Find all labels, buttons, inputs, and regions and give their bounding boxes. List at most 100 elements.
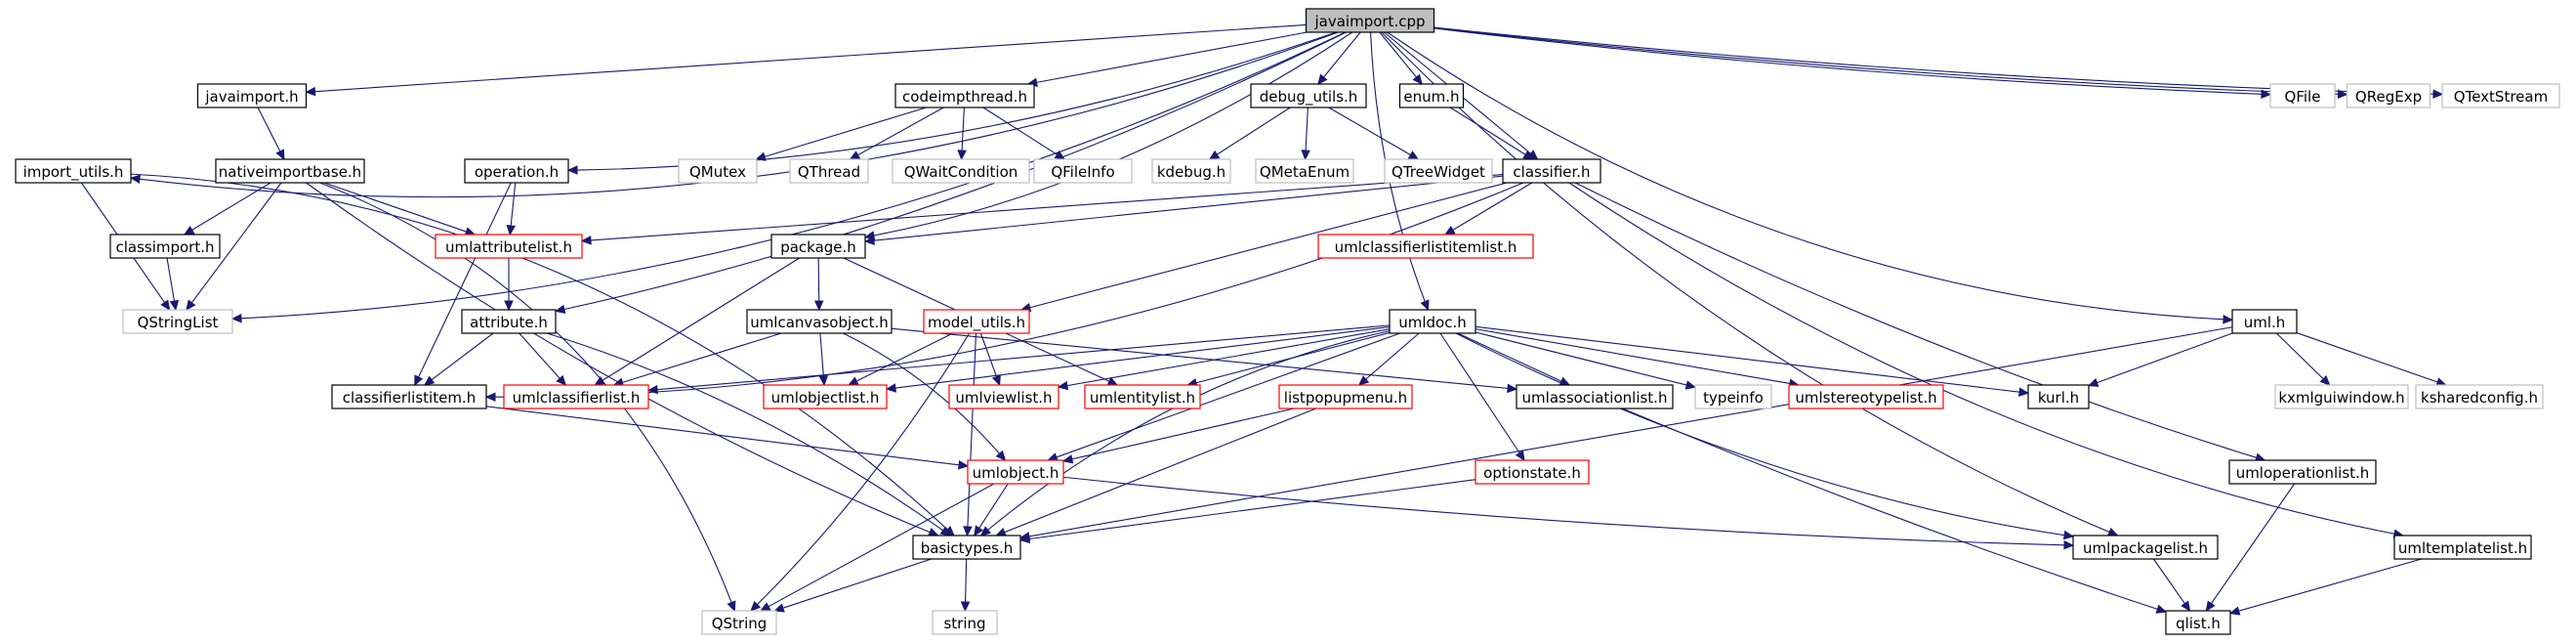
node-umloperationlist-h[interactable]: umloperationlist.h xyxy=(2228,459,2377,485)
arrowhead xyxy=(957,460,970,470)
node-optionstate-h[interactable]: optionstate.h xyxy=(1475,459,1590,485)
node-classifierlistitem-h[interactable]: classifierlistitem.h xyxy=(331,384,487,409)
node-qlist-h[interactable]: qlist.h xyxy=(2165,610,2231,635)
edge-model_utils_h-to-basictypes_h xyxy=(963,332,977,537)
node-debug-utils-h[interactable]: debug_utils.h xyxy=(1250,83,1367,108)
edge-javaimport_cpp-to-javaimport_h xyxy=(305,23,1307,97)
edge-line xyxy=(1568,182,2395,535)
edge-line xyxy=(1216,107,1291,155)
node-label: listpopupmenu.h xyxy=(1284,389,1407,407)
node-enum-h[interactable]: enum.h xyxy=(1398,83,1465,108)
node-import-utils-h[interactable]: import_utils.h xyxy=(15,158,132,184)
node-label: umldoc.h xyxy=(1398,314,1467,331)
edge-umldoc_h-to-optionstate_h xyxy=(1439,332,1525,462)
node-string: string xyxy=(932,610,998,635)
edge-line xyxy=(1449,107,1526,155)
edge-line xyxy=(979,332,998,377)
edge-line xyxy=(1381,31,2110,534)
edge-line xyxy=(757,332,971,606)
edge-line xyxy=(764,107,927,157)
edge-javaimport_cpp-to-enum_h xyxy=(1379,31,1423,85)
node-label: QThread xyxy=(798,163,860,181)
edge-line xyxy=(961,107,965,151)
node-codeimpthread-h[interactable]: codeimpthread.h xyxy=(894,83,1035,108)
edge-line xyxy=(873,175,1504,241)
arrowhead xyxy=(556,374,567,386)
node-classifier-h[interactable]: classifier.h xyxy=(1502,158,1601,184)
edge-line xyxy=(323,182,467,233)
node-umlclassifierlistitemlist-h[interactable]: umlclassifierlistitemlist.h xyxy=(1317,234,1534,259)
node-classimport-h[interactable]: classimport.h xyxy=(109,234,221,259)
node-umldoc-h[interactable]: umldoc.h xyxy=(1389,309,1476,334)
node-javaimport-cpp[interactable]: javaimport.cpp xyxy=(1305,8,1435,33)
node-basictypes-h[interactable]: basictypes.h xyxy=(912,535,1021,560)
arrowhead xyxy=(484,392,496,402)
node-nativeimportbase-h[interactable]: nativeimportbase.h xyxy=(215,158,365,184)
node-umltemplatelist-h[interactable]: umltemplatelist.h xyxy=(2393,535,2532,560)
edge-umlcanvasobject_h-to-umlobject_h xyxy=(843,332,1007,461)
node-umlattributelist-h[interactable]: umlattributelist.h xyxy=(435,234,583,259)
node-listpopupmenu-h[interactable]: listpopupmenu.h xyxy=(1278,384,1413,409)
edge-umlcanvasobject_h-to-umlassociationlist_h xyxy=(891,327,1518,394)
arrowhead xyxy=(186,299,196,311)
arrowhead xyxy=(594,375,605,386)
node-umlpackagelist-h[interactable]: umlpackagelist.h xyxy=(2072,535,2219,560)
edge-umloperationlist_h-to-qlist_h xyxy=(2205,483,2296,613)
node-umlobjectlist-h[interactable]: umlobjectlist.h xyxy=(763,384,888,409)
edge-line xyxy=(1056,332,1400,458)
node-javaimport-h[interactable]: javaimport.h xyxy=(196,83,308,108)
arrowhead xyxy=(939,526,952,537)
edge-line xyxy=(485,406,960,466)
node-umlobject-h[interactable]: umlobject.h xyxy=(967,459,1064,485)
node-box xyxy=(1278,384,1413,409)
arrowhead xyxy=(1057,380,1069,391)
node-kurl-h[interactable]: kurl.h xyxy=(2027,384,2090,409)
node-box xyxy=(894,83,1035,108)
edge-classifier_h-to-package_h xyxy=(863,175,1504,245)
arrowhead xyxy=(646,384,658,395)
arrowhead xyxy=(566,165,578,175)
node-umlcanvasobject-h[interactable]: umlcanvasobject.h xyxy=(746,309,893,334)
header-nodes: javaimport.cpp javaimport.h codeimpthread.… xyxy=(15,8,2560,635)
node-label: basictypes.h xyxy=(921,539,1014,557)
edge-optionstate_h-to-basictypes_h xyxy=(1018,479,1476,544)
node-umlentitylist-h[interactable]: umlentitylist.h xyxy=(1084,384,1201,409)
arrowhead xyxy=(1054,150,1066,160)
edge-listpopupmenu_h-to-umlobject_h xyxy=(1061,408,1295,464)
node-QString: QString xyxy=(701,610,777,635)
node-umlassociationlist-h[interactable]: umlassociationlist.h xyxy=(1516,384,1674,409)
edge-line xyxy=(166,257,176,302)
edge-line xyxy=(1062,476,2065,546)
arrowhead xyxy=(1407,150,1420,160)
node-uml-h[interactable]: uml.h xyxy=(2231,309,2298,334)
node-umlstereotypelist-h[interactable]: umlstereotypelist.h xyxy=(1788,384,1944,409)
node-attribute-h[interactable]: attribute.h xyxy=(461,309,557,334)
node-model-utils-h[interactable]: model_utils.h xyxy=(923,309,1030,334)
arrowhead xyxy=(1515,450,1525,462)
node-umlclassifierlist-h[interactable]: umlclassifierlist.h xyxy=(503,384,649,409)
node-box xyxy=(2346,83,2431,108)
node-label: QTextStream xyxy=(2454,88,2548,106)
edge-line xyxy=(782,558,932,609)
edge-classimport_h-to-QStringList xyxy=(166,257,180,312)
node-label: QTreeWidget xyxy=(1392,163,1485,181)
node-box xyxy=(2393,535,2532,560)
arrowhead xyxy=(2181,600,2191,613)
arrowhead xyxy=(974,525,983,537)
edge-nativeimportbase_h-to-QString xyxy=(319,182,736,613)
edge-line xyxy=(510,182,517,227)
node-operation-h[interactable]: operation.h xyxy=(464,158,569,184)
node-label: kxmlguiwindow.h xyxy=(2278,389,2404,407)
node-umlviewlist-h[interactable]: umlviewlist.h xyxy=(948,384,1059,409)
node-label: typeinfo xyxy=(1703,389,1764,407)
node-label: umlobjectlist.h xyxy=(771,389,880,407)
node-package-h[interactable]: package.h xyxy=(770,234,866,259)
node-box xyxy=(1398,83,1465,108)
node-label: codeimpthread.h xyxy=(902,88,1027,106)
edge-line xyxy=(418,182,512,378)
arrowhead xyxy=(2017,387,2030,397)
edge-line xyxy=(130,173,948,531)
edge-line xyxy=(519,332,561,379)
node-label: QMutex xyxy=(689,163,746,181)
arrowhead xyxy=(813,300,824,312)
